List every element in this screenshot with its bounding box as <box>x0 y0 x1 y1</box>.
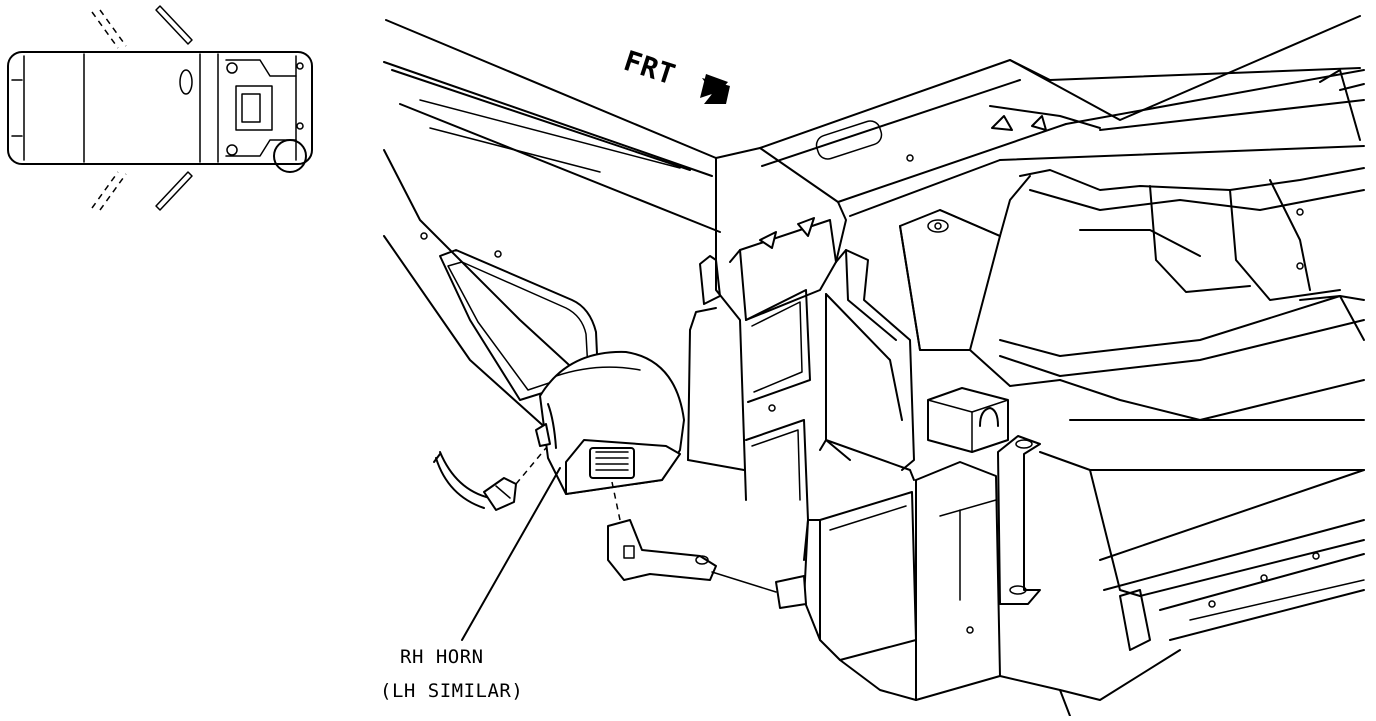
radiator-support-structure <box>383 15 1365 717</box>
callout-label-horn: RH HORN <box>400 646 484 668</box>
front-direction-arrow-icon <box>700 74 730 104</box>
horn-bracket <box>607 481 807 609</box>
horn-wiring-connector <box>433 447 547 511</box>
callout-label-similar: (LH SIMILAR) <box>380 680 524 702</box>
vehicle-locator-icon <box>7 5 313 211</box>
callout-leader-line <box>461 467 561 641</box>
horn <box>535 350 685 495</box>
